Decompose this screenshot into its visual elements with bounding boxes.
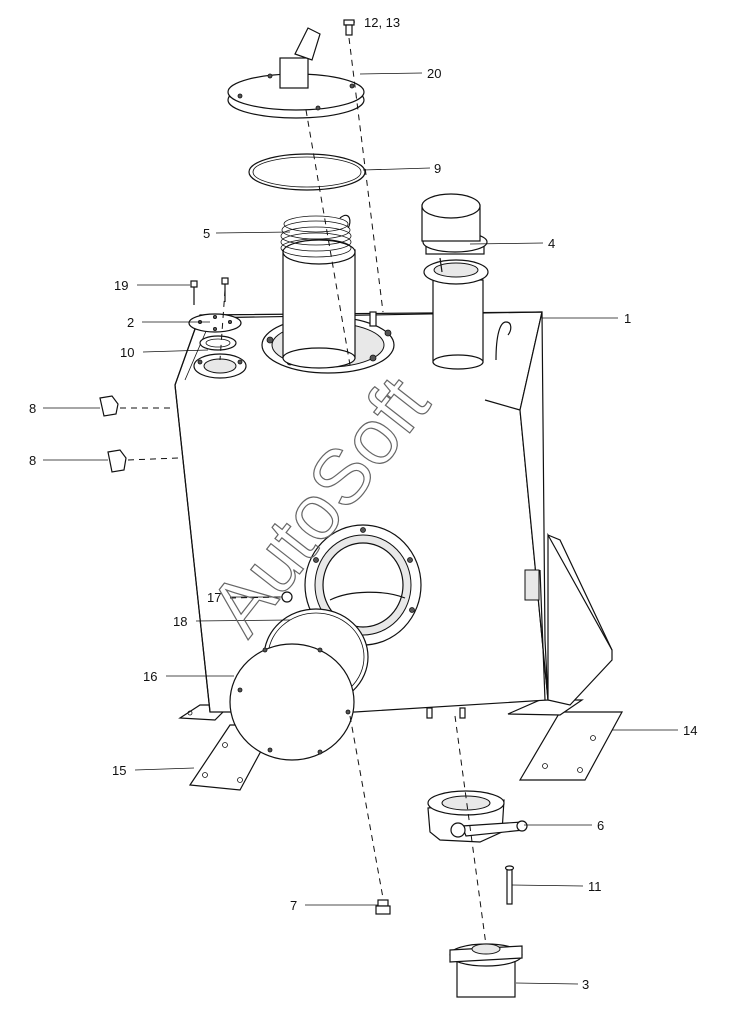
tank-body-1 xyxy=(174,311,613,713)
o-ring-9 xyxy=(248,153,366,191)
inspection-flange xyxy=(304,524,422,646)
drain-plug-7 xyxy=(375,899,391,915)
bolts-19 xyxy=(190,277,229,305)
callout-10: 10 xyxy=(120,345,134,360)
assembly-center-lines xyxy=(120,37,487,946)
pin-11 xyxy=(504,865,515,905)
leader-lines xyxy=(43,21,678,985)
tank-lid-20 xyxy=(227,27,365,119)
callout-12-13: 12, 13 xyxy=(364,15,400,30)
seal-ring-10 xyxy=(199,335,237,351)
callout-3: 3 xyxy=(582,977,589,992)
callout-6: 6 xyxy=(597,818,604,833)
small-port-flange xyxy=(193,353,247,379)
callout-7: 7 xyxy=(290,898,297,913)
cover-plate-2 xyxy=(188,313,242,333)
callout-15: 15 xyxy=(112,763,126,778)
callout-5: 5 xyxy=(203,226,210,241)
callout-20: 20 xyxy=(427,66,441,81)
callout-4: 4 xyxy=(548,236,555,251)
callout-17: 17 xyxy=(207,590,221,605)
callout-8-upper: 8 xyxy=(29,401,36,416)
callout-18: 18 xyxy=(173,614,187,629)
sight-plug-8-lower xyxy=(107,449,127,473)
shutoff-valve-6 xyxy=(427,790,528,843)
callout-16: 16 xyxy=(143,669,157,684)
callout-2: 2 xyxy=(127,315,134,330)
callout-9: 9 xyxy=(434,161,441,176)
callout-11: 11 xyxy=(588,879,602,894)
callout-8-lower: 8 xyxy=(29,453,36,468)
screw-12-13 xyxy=(343,19,355,36)
outlet-pipe-3 xyxy=(449,943,523,998)
callout-14: 14 xyxy=(683,723,697,738)
sight-plug-8-upper xyxy=(99,395,119,417)
strainer-tube-5 xyxy=(280,214,356,369)
bottom-studs xyxy=(426,707,466,719)
callout-labels: 1 2 3 4 5 6 7 8 8 9 10 11 12, 13 14 15 1… xyxy=(29,15,697,992)
callout-19: 19 xyxy=(114,278,128,293)
breather-4 xyxy=(421,193,489,370)
callout-1: 1 xyxy=(624,311,631,326)
cover-16 xyxy=(229,643,355,761)
mounting-foot-14 xyxy=(518,711,624,781)
